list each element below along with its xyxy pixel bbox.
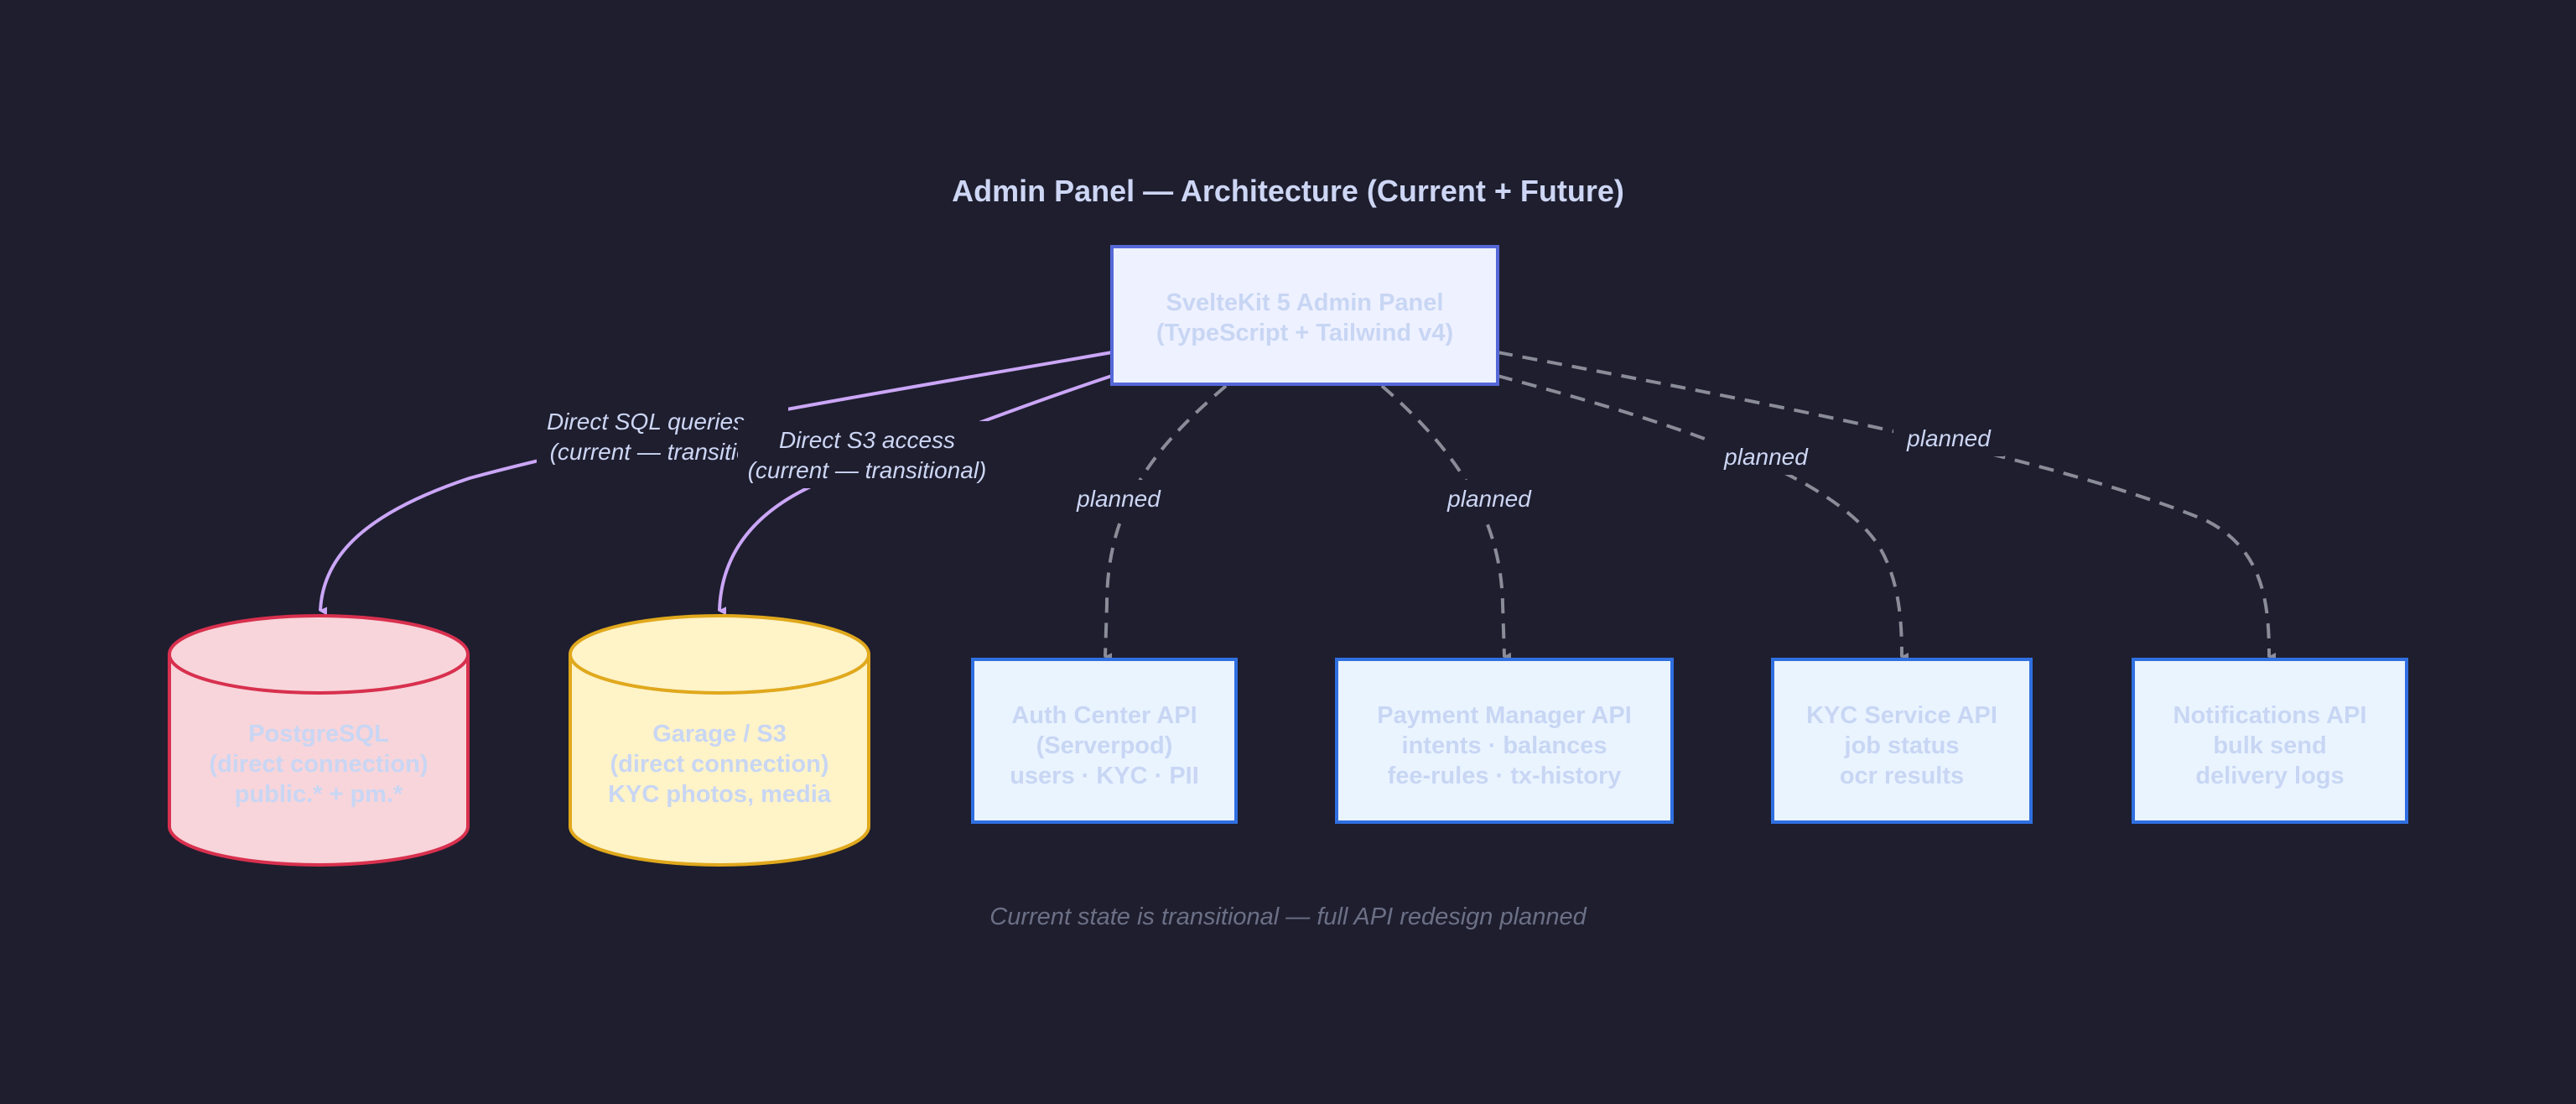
edge-admin-to-auth-center — [1104, 384, 1228, 662]
edge-label-s3-line-1: Direct S3 access — [779, 427, 955, 453]
node-garage-line-1: Garage / S3 — [652, 721, 787, 747]
node-postgres-line-3: public.* + pm.* — [235, 781, 403, 808]
diagram-footer-note: Current state is transitional — full API… — [989, 904, 1587, 930]
node-auth-center-line-1: Auth Center API — [1011, 702, 1197, 729]
node-notifications-line-2: bulk send — [2213, 732, 2326, 759]
edge-label-s3: Direct S3 access (current — transitional… — [738, 421, 1006, 488]
node-kyc-service-box — [1771, 658, 2033, 824]
node-payment-manager-line-3: fee-rules · tx-history — [1388, 763, 1622, 789]
node-notifications[interactable]: Notifications API bulk send delivery log… — [2132, 658, 2408, 824]
node-payment-manager-line-2: intents · balances — [1402, 732, 1607, 759]
node-kyc-service[interactable]: KYC Service API job status ocr results — [1771, 658, 2033, 824]
edge-label-planned-notifications: planned — [1893, 419, 2004, 456]
svg-text:planned: planned — [1076, 486, 1161, 512]
node-garage-line-2: (direct connection) — [610, 751, 828, 778]
node-notifications-box — [2132, 658, 2408, 824]
diagram-title: Admin Panel — Architecture (Current + Fu… — [952, 174, 1624, 208]
edge-label-planned-kyc: planned — [1711, 438, 1821, 475]
postgres-cylinder-top — [168, 614, 470, 695]
node-postgres-line-2: (direct connection) — [209, 751, 428, 778]
node-auth-center-box — [971, 658, 1238, 824]
node-admin-panel-line-1: SvelteKit 5 Admin Panel — [1166, 289, 1444, 316]
node-kyc-service-line-1: KYC Service API — [1806, 702, 1997, 729]
garage-cylinder-top — [569, 614, 870, 695]
edge-label-planned-auth: planned — [1063, 480, 1174, 517]
edge-admin-to-notifications — [1497, 351, 2277, 661]
node-kyc-service-line-3: ocr results — [1840, 763, 1964, 789]
node-garage-line-3: KYC photos, media — [608, 781, 832, 808]
node-kyc-service-line-2: job status — [1844, 732, 1960, 759]
node-auth-center[interactable]: Auth Center API (Serverpod) users · KYC … — [971, 658, 1238, 824]
edge-label-sql-line-1: Direct SQL queries — [547, 409, 745, 435]
node-auth-center-line-3: users · KYC · PII — [1010, 763, 1199, 789]
edge-admin-to-payment-manager — [1380, 384, 1512, 661]
svg-text:planned: planned — [1446, 486, 1532, 512]
garage-cylinder-body — [569, 654, 870, 867]
edge-labels: Direct SQL queries (current — transition… — [537, 401, 2004, 517]
edge-label-planned-payment: planned — [1434, 480, 1545, 517]
edges — [319, 351, 2277, 662]
svg-text:planned: planned — [1723, 444, 1809, 470]
edge-admin-to-kyc-service — [1497, 374, 1909, 661]
node-auth-center-line-2: (Serverpod) — [1036, 732, 1173, 759]
node-notifications-line-1: Notifications API — [2174, 702, 2367, 729]
node-payment-manager-box — [1335, 658, 1674, 824]
node-postgres-line-1: PostgreSQL — [248, 721, 389, 747]
node-admin-panel-line-2: (TypeScript + Tailwind v4) — [1156, 320, 1453, 346]
svg-text:planned: planned — [1906, 425, 1992, 451]
node-payment-manager-line-1: Payment Manager API — [1377, 702, 1632, 729]
node-garage[interactable]: Garage / S3 (direct connection) KYC phot… — [569, 614, 870, 867]
node-postgres[interactable]: PostgreSQL (direct connection) public.* … — [168, 614, 470, 867]
postgres-cylinder-body — [168, 654, 470, 867]
node-admin-panel-box — [1110, 245, 1499, 386]
node-admin-panel[interactable]: SvelteKit 5 Admin Panel (TypeScript + Ta… — [1110, 245, 1499, 386]
node-payment-manager[interactable]: Payment Manager API intents · balances f… — [1335, 658, 1674, 824]
node-notifications-line-3: delivery logs — [2195, 763, 2344, 789]
edge-label-s3-line-2: (current — transitional) — [748, 457, 987, 483]
